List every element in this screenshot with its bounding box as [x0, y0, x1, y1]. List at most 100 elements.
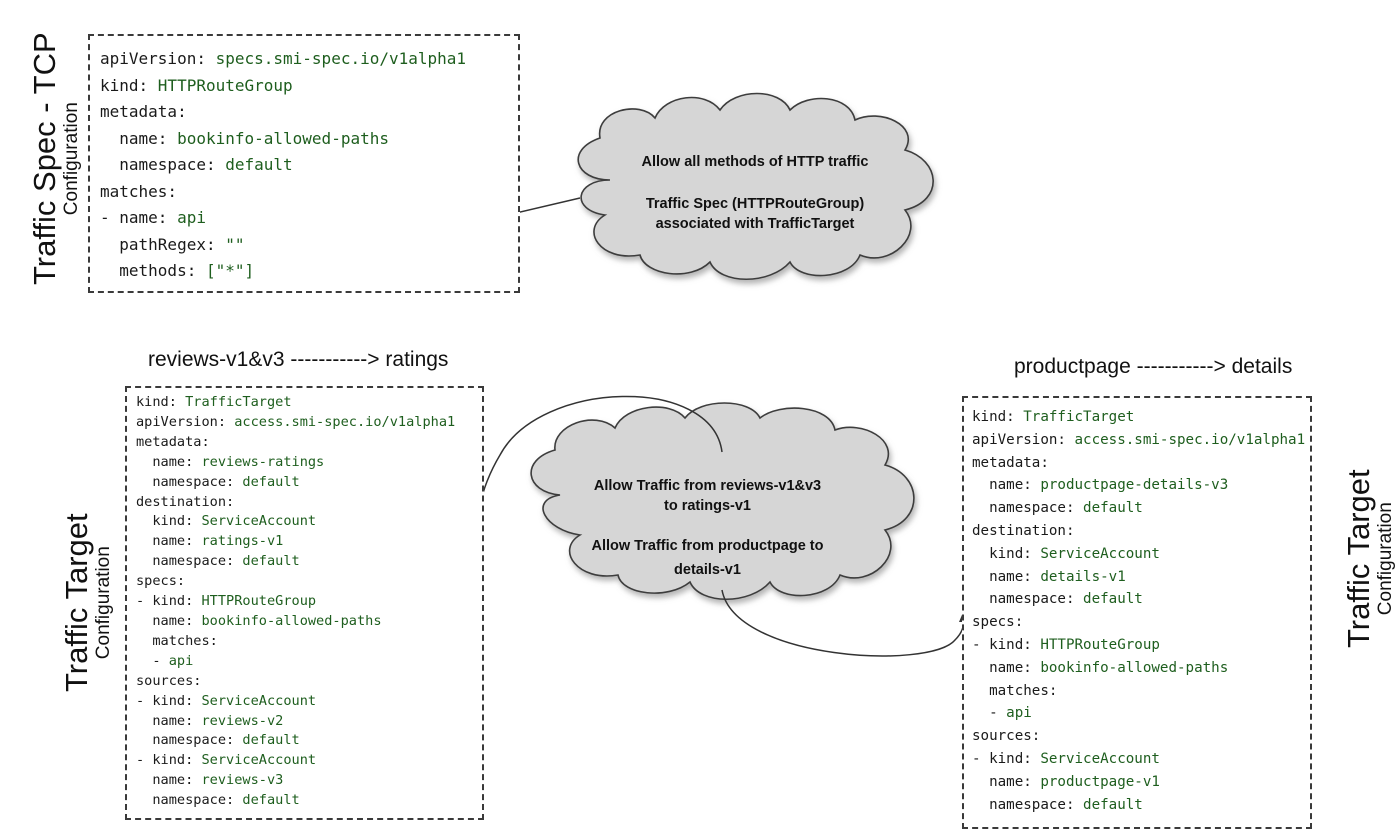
code-value: HTTPRouteGroup [201, 593, 317, 610]
code-key: matches: [972, 682, 1058, 699]
code-key: name: [972, 773, 1041, 790]
code-key: name: [136, 453, 202, 470]
left-traffic-target-title: Traffic Target [59, 513, 94, 692]
code-line: name: details-v1 [972, 566, 1302, 589]
right-flow-heading: productpage -----------> details [1014, 355, 1293, 378]
code-line: - kind: ServiceAccount [136, 751, 473, 771]
code-key: - [136, 652, 169, 669]
code-key: namespace: [100, 155, 226, 174]
code-key: name: [100, 128, 178, 148]
code-line: metadata: [136, 433, 473, 453]
code-value: default [225, 155, 293, 174]
code-value: ServiceAccount [201, 752, 317, 769]
code-line: specs: [972, 611, 1302, 634]
cloud-middle-line2: to ratings-v1 [663, 498, 751, 514]
code-line: name: reviews-ratings [136, 453, 473, 473]
code-key: namespace: [136, 792, 243, 809]
code-key: matches: [100, 181, 178, 201]
code-key: name: [136, 612, 202, 629]
code-line: - kind: HTTPRouteGroup [972, 634, 1302, 657]
code-key: specs: [136, 573, 186, 590]
cloud-middle-shape [530, 402, 915, 600]
code-key: name: [136, 772, 202, 789]
code-value: default [242, 792, 300, 809]
code-value: reviews-ratings [201, 453, 325, 470]
code-line: methods: ["*"] [100, 258, 508, 285]
code-line: matches: [136, 632, 473, 652]
code-value: TrafficTarget [185, 394, 292, 410]
code-key: namespace: [136, 553, 243, 570]
code-key: kind: [100, 75, 158, 95]
cloud-top-line2: Traffic Spec (HTTPRouteGroup) [645, 196, 865, 212]
code-value: default [242, 473, 300, 490]
code-value: reviews-v3 [201, 772, 284, 789]
code-key: name: [136, 712, 202, 729]
code-line: specs: [136, 572, 473, 592]
cloud-middle-line3: Allow Traffic from productpage to [591, 538, 824, 554]
code-value: default [1083, 591, 1143, 608]
code-line: metadata: [972, 452, 1302, 475]
code-key: - name: [100, 208, 178, 227]
code-value: ServiceAccount [1040, 545, 1160, 562]
code-line: name: productpage-details-v3 [972, 474, 1302, 497]
code-key: namespace: [972, 500, 1084, 517]
code-value: bookinfo-allowed-paths [177, 128, 389, 148]
code-line: pathRegex: "" [100, 232, 508, 259]
traffic-spec-label: Traffic Spec - TCP Configuration [27, 32, 82, 285]
code-value: ["*"] [205, 261, 255, 280]
cloud-top-shape [577, 92, 934, 280]
code-line: destination: [972, 520, 1302, 543]
code-line: kind: TrafficTarget [136, 393, 473, 413]
traffic-spec-title: Traffic Spec - TCP [27, 32, 62, 285]
code-line: - kind: ServiceAccount [136, 692, 473, 712]
code-value: TrafficTarget [1023, 409, 1135, 425]
code-line: - api [136, 652, 473, 672]
code-line: apiVersion: access.smi-spec.io/v1alpha1 [136, 413, 473, 433]
code-line: namespace: default [136, 791, 473, 811]
code-value: default [1083, 796, 1143, 813]
cloud-top-line1: Allow all methods of HTTP traffic [641, 154, 869, 170]
code-key: namespace: [972, 591, 1084, 608]
code-value: ServiceAccount [1040, 750, 1160, 767]
code-value: "" [225, 234, 245, 254]
cloud-middle-line1: Allow Traffic from reviews-v1&v3 [593, 478, 822, 494]
code-key: sources: [972, 728, 1041, 745]
code-line: kind: ServiceAccount [136, 512, 473, 532]
code-key: matches: [136, 632, 218, 649]
code-key: methods: [100, 261, 206, 280]
code-line: namespace: default [136, 552, 473, 572]
traffic-spec-subtitle: Configuration [61, 102, 82, 216]
right-traffic-target-title: Traffic Target [1341, 469, 1376, 648]
code-key: name: [136, 533, 202, 550]
code-value: HTTPRouteGroup [1040, 636, 1160, 653]
code-line: matches: [100, 179, 508, 206]
code-value: api [168, 652, 194, 669]
code-line: namespace: default [136, 731, 473, 751]
code-value: productpage-details-v3 [1040, 477, 1229, 494]
code-line: metadata: [100, 99, 508, 126]
code-key: apiVersion: [136, 413, 235, 430]
code-key: namespace: [136, 732, 243, 749]
code-value: productpage-v1 [1040, 773, 1160, 790]
code-line: name: bookinfo-allowed-paths [136, 612, 473, 632]
code-value: specs.smi-spec.io/v1alpha1 [215, 49, 467, 68]
code-line: namespace: default [136, 473, 473, 493]
code-key: kind: [136, 394, 186, 410]
code-key: - kind: [972, 750, 1041, 767]
code-value: api [1006, 705, 1032, 722]
code-line: name: reviews-v3 [136, 771, 473, 791]
code-value: default [242, 553, 300, 570]
code-key: sources: [136, 672, 202, 689]
code-value: ratings-v1 [201, 533, 284, 550]
code-value: bookinfo-allowed-paths [201, 612, 382, 629]
right-traffic-target-subtitle: Configuration [1375, 502, 1396, 616]
code-value: default [242, 732, 300, 749]
code-line: namespace: default [972, 497, 1302, 520]
cloud-middle-line4: details-v1 [674, 562, 741, 578]
code-key: - [972, 705, 1007, 722]
code-line: name: bookinfo-allowed-paths [100, 126, 508, 153]
